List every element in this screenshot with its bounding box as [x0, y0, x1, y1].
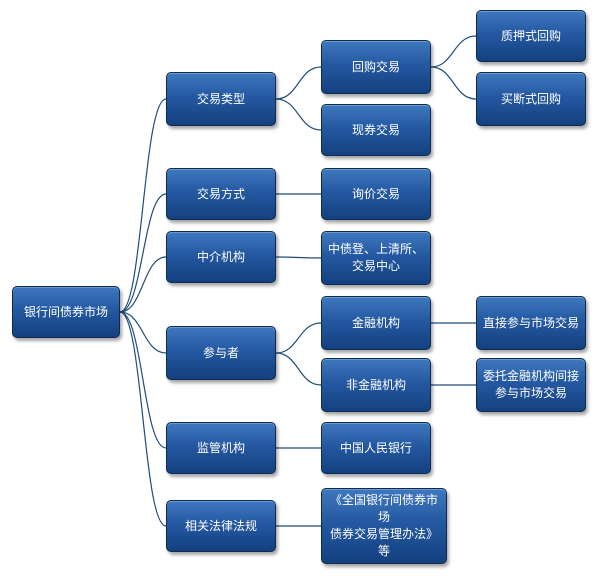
node-regulations: 相关法律法规: [166, 500, 276, 552]
node-inquiry-trading: 询价交易: [321, 168, 431, 220]
root-node-interbank-bond-market: 银行间债券市场: [12, 286, 120, 338]
connector-root-to-trade-types: [119, 98, 167, 313]
node-outright-repo: 买断式回购: [476, 72, 586, 126]
node-clearing-institutions: 中债登、上清所、 交易中心: [321, 231, 431, 285]
connector-root-to-regulator: [119, 311, 167, 449]
connector-participants-to-financial: [275, 322, 322, 354]
node-trade-types: 交易类型: [166, 72, 276, 126]
connector-repo-to-outright: [430, 66, 477, 100]
connector-trade-types-to-spot: [275, 98, 322, 131]
node-repo-trading: 回购交易: [321, 40, 431, 94]
node-trading-management-measures: 《全国银行间债券市场 债券交易管理办法》等: [321, 488, 447, 564]
connector-intermediaries-to-institutions: [275, 256, 322, 259]
node-regulator: 监管机构: [166, 422, 276, 474]
node-pledged-repo: 质押式回购: [476, 10, 586, 62]
connector-root-to-participants: [119, 311, 167, 354]
node-entrusted-participation: 委托金融机构间接 参与市场交易: [476, 358, 586, 412]
node-intermediaries: 中介机构: [166, 231, 276, 283]
node-nonfinancial-institutions: 非金融机构: [321, 358, 431, 412]
connector-participants-to-nonfinancial: [275, 352, 322, 386]
connector-trade-types-to-repo: [275, 66, 322, 100]
node-direct-participation: 直接参与市场交易: [476, 296, 586, 350]
connector-root-to-regulations: [119, 311, 167, 527]
connector-root-to-trade-methods: [119, 193, 167, 313]
node-trade-methods: 交易方式: [166, 168, 276, 220]
node-financial-institutions: 金融机构: [321, 296, 431, 350]
node-peoples-bank-of-china: 中国人民银行: [321, 422, 431, 474]
connector-root-to-intermediaries: [119, 256, 167, 313]
node-participants: 参与者: [166, 326, 276, 380]
connector-repo-to-pledged: [430, 35, 477, 68]
node-spot-trading: 现券交易: [321, 104, 431, 156]
